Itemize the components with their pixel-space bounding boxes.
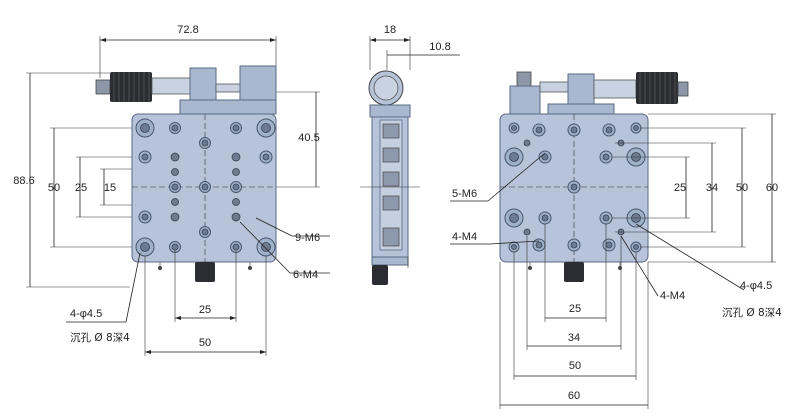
dim-25-h-bottom: 25 (569, 303, 581, 315)
front-m4-holes (138, 150, 273, 224)
dim-60-h-bottom: 60 (568, 390, 580, 402)
dim-10-8: 10.8 (429, 41, 450, 53)
dim-34-h-bottom: 34 (568, 332, 580, 344)
label-5-m6: 5-M6 (452, 188, 477, 200)
dim-50-v: 50 (48, 182, 60, 194)
label-4-phi-bottom: 4-φ4.5 (740, 280, 772, 292)
dim-15-v: 15 (104, 182, 116, 194)
label-counterbore-bottom: 沉孔 Ø 8深4 (722, 306, 782, 319)
dim-25-v-bottom: 25 (674, 182, 686, 194)
dim-50-v-bottom: 50 (736, 182, 748, 194)
label-4-phi-front: 4-φ4.5 (70, 308, 102, 320)
dim-88-6: 88.6 (13, 175, 34, 187)
bottom-view: 25 34 50 60 5-M6 4-M4 4-φ4.5 沉孔 Ø 8深4 4-… (450, 71, 782, 409)
dim-50-h: 50 (199, 337, 211, 349)
dim-34-v-bottom: 34 (706, 182, 718, 194)
front-view: 72.8 88.6 50 25 15 40.5 (13, 24, 330, 356)
front-m6-holes (169, 122, 242, 253)
label-4-m4-right: 4-M4 (660, 290, 685, 302)
dim-72-8: 72.8 (177, 24, 198, 36)
dim-18: 18 (384, 24, 396, 36)
label-9-m6: 9-M6 (295, 232, 320, 244)
label-counterbore-front: 沉孔 Ø 8深4 (70, 331, 130, 344)
dim-40-5: 40.5 (298, 132, 319, 144)
dim-25-v: 25 (75, 182, 87, 194)
label-6-m4: 6-M4 (293, 269, 318, 281)
dim-25-h: 25 (199, 304, 211, 316)
label-4-m4-left: 4-M4 (452, 231, 477, 243)
front-counterbore-holes (135, 118, 276, 257)
dim-60-v-bottom: 60 (766, 182, 778, 194)
side-view: 18 10.8 (360, 24, 460, 285)
dim-50-h-bottom: 50 (569, 360, 581, 372)
